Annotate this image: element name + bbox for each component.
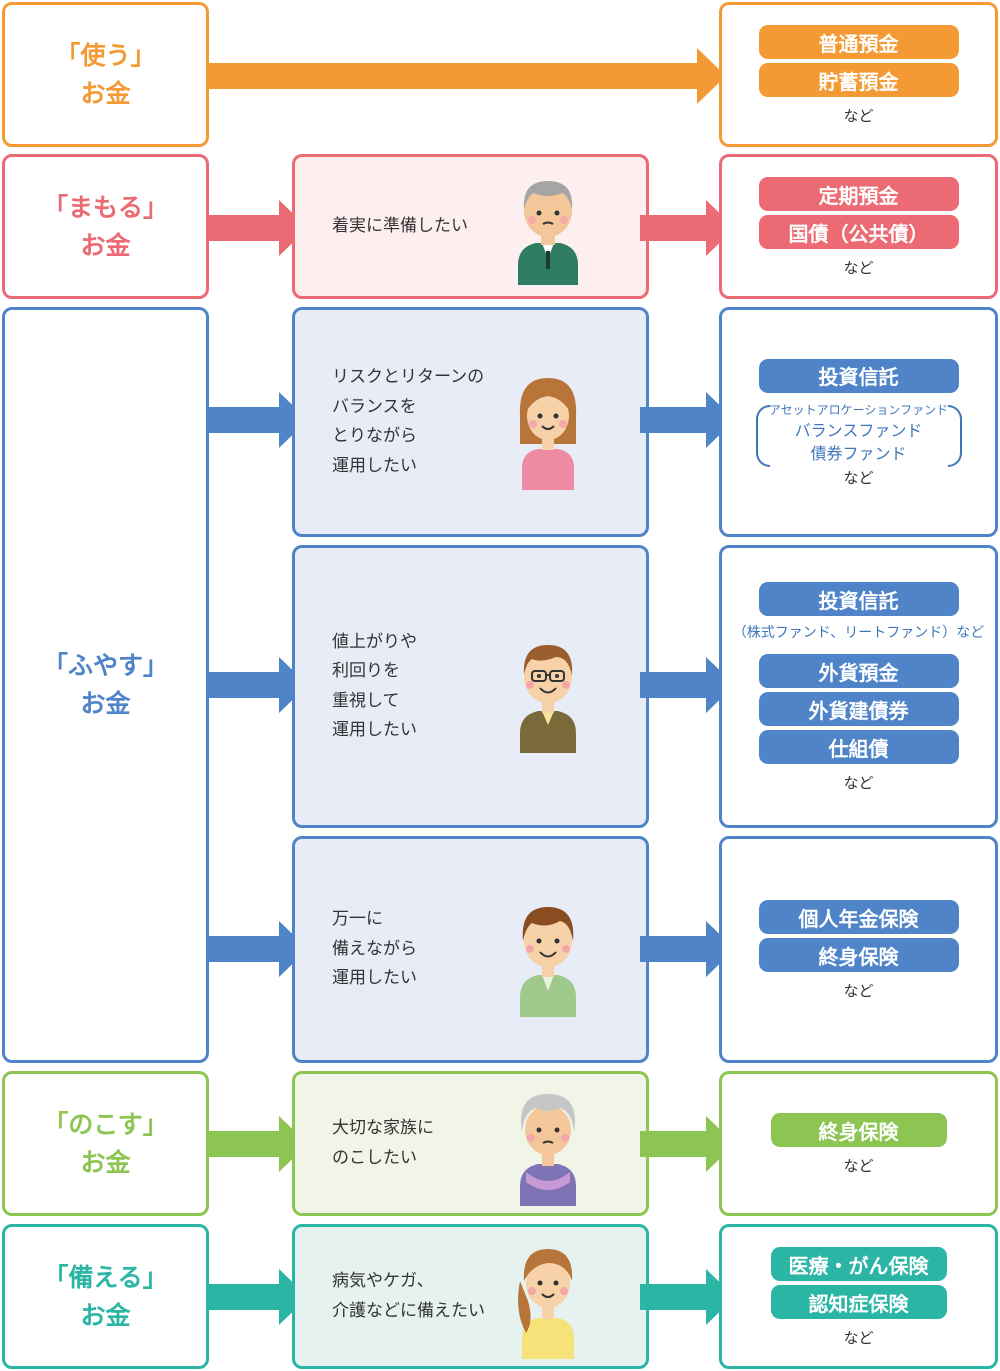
- fund-label: バランスファンド: [794, 420, 923, 440]
- category-use-box: 「使う」 お金: [2, 2, 209, 147]
- etc-label: など: [843, 107, 874, 125]
- product-pill: 定期預金: [758, 177, 959, 211]
- product-pill: 貯蓄預金: [758, 63, 959, 97]
- need-text: 万一に 備えながら 運用したい: [332, 909, 417, 989]
- need-prepare-box: 病気やケガ、 介護などに備えたい: [292, 1224, 649, 1369]
- need-text: 病気やケガ、 介護などに備えたい: [332, 1271, 485, 1321]
- arrow-growth-in: [209, 657, 308, 713]
- products-prepare-box: 医療・がん保険 認知症保険 など: [719, 1224, 998, 1369]
- etc-label: など: [843, 468, 874, 487]
- arrow-insure-in: [209, 921, 308, 977]
- arrow-protect-in: [209, 200, 308, 256]
- category-protect-box: 「まもる」 お金: [2, 154, 209, 299]
- arrow-prepare-out: [640, 1269, 735, 1325]
- category-use-title: 「使う」: [55, 40, 156, 70]
- need-text: リスクとリターンの バランスを とりながら 運用したい: [332, 367, 485, 476]
- need-steady-box: 着実に準備したい: [292, 154, 649, 299]
- need-balance-box: リスクとリターンの バランスを とりながら 運用したい: [292, 307, 649, 537]
- man-with-glasses-icon: [520, 645, 576, 753]
- need-text: 着実に準備したい: [332, 215, 468, 236]
- category-protect-money: お金: [80, 230, 131, 260]
- arrow-balance-in: [209, 392, 308, 448]
- elderly-man-icon: [518, 181, 578, 285]
- product-pill: 個人年金保険: [758, 900, 959, 934]
- products-protect-box: 定期預金 国債（公共債） など: [719, 154, 998, 299]
- products-balance-box: 投資信託 アセットアロケーションファンド バランスファンド 債券ファンド など: [719, 307, 998, 537]
- category-grow-money: お金: [80, 689, 131, 718]
- need-text: 値上がりや 利回りを 重視して 運用したい: [332, 631, 417, 741]
- arrow-leave-in: [209, 1116, 308, 1172]
- product-pill: 国債（公共債）: [758, 215, 959, 249]
- product-pill: 仕組債: [758, 730, 959, 764]
- products-leave-box: 終身保険 など: [719, 1071, 998, 1216]
- products-insure-box: 個人年金保険 終身保険 など: [719, 836, 998, 1063]
- category-prepare-box: 「備える」 お金: [2, 1224, 209, 1369]
- category-leave-box: 「のこす」 お金: [2, 1071, 209, 1216]
- product-pill: 外貨建債券: [758, 692, 959, 726]
- product-pill: 終身保険: [758, 938, 959, 972]
- product-pill: 普通預金: [758, 25, 959, 59]
- product-pill: 外貨預金: [758, 654, 959, 688]
- arrow-insure-out: [640, 921, 735, 977]
- etc-label: など: [843, 259, 874, 277]
- etc-label: など: [843, 1329, 874, 1347]
- arrow-leave-out: [640, 1116, 735, 1172]
- woman-ponytail-icon: [518, 1249, 574, 1359]
- need-leave-box: 大切な家族に のこしたい: [292, 1071, 649, 1216]
- arrow-balance-out: [640, 392, 735, 448]
- fund-list: アセットアロケーションファンド バランスファンド 債券ファンド: [755, 401, 962, 467]
- need-text: 大切な家族に のこしたい: [332, 1118, 434, 1168]
- category-grow-title: 「ふやす」: [42, 651, 168, 680]
- etc-label: など: [843, 774, 874, 792]
- fund-label: アセットアロケーションファンド: [768, 402, 949, 417]
- product-pill: 認知症保険: [770, 1285, 947, 1319]
- products-growth-box: 投資信託 （株式ファンド、リートファンド）など 外貨預金 外貨建債券 仕組債 な…: [719, 545, 998, 828]
- product-pill: 終身保険: [770, 1113, 947, 1147]
- fund-label: 債券ファンド: [810, 443, 907, 463]
- need-growth-box: 値上がりや 利回りを 重視して 運用したい: [292, 545, 649, 828]
- etc-label: など: [843, 1157, 874, 1175]
- category-protect-title: 「まもる」: [42, 192, 168, 222]
- elderly-woman-icon: [520, 1094, 576, 1206]
- category-prepare-money: お金: [80, 1300, 131, 1330]
- products-use-box: 普通預金 貯蓄預金 など: [719, 2, 998, 147]
- category-grow-box: 「ふやす」 お金: [2, 307, 209, 1063]
- arrow-growth-out: [640, 657, 735, 713]
- category-leave-money: お金: [80, 1147, 131, 1177]
- product-pill: 医療・がん保険: [770, 1247, 947, 1281]
- arrow-use: [209, 48, 726, 104]
- category-prepare-title: 「備える」: [43, 1262, 168, 1292]
- category-leave-title: 「のこす」: [43, 1109, 168, 1139]
- etc-label: など: [843, 982, 874, 1000]
- growth-note: （株式ファンド、リートファンド）など: [732, 625, 985, 641]
- category-use-money: お金: [80, 78, 131, 108]
- paren-right: [947, 404, 962, 467]
- arrow-prepare-in: [209, 1269, 308, 1325]
- woman-icon: [519, 378, 577, 490]
- paren-left: [755, 404, 770, 467]
- product-pill: 投資信託: [758, 358, 959, 393]
- young-man-icon: [520, 907, 576, 1017]
- arrow-protect-out: [640, 200, 735, 256]
- product-pill: 投資信託: [758, 582, 959, 616]
- need-insure-box: 万一に 備えながら 運用したい: [292, 836, 649, 1063]
